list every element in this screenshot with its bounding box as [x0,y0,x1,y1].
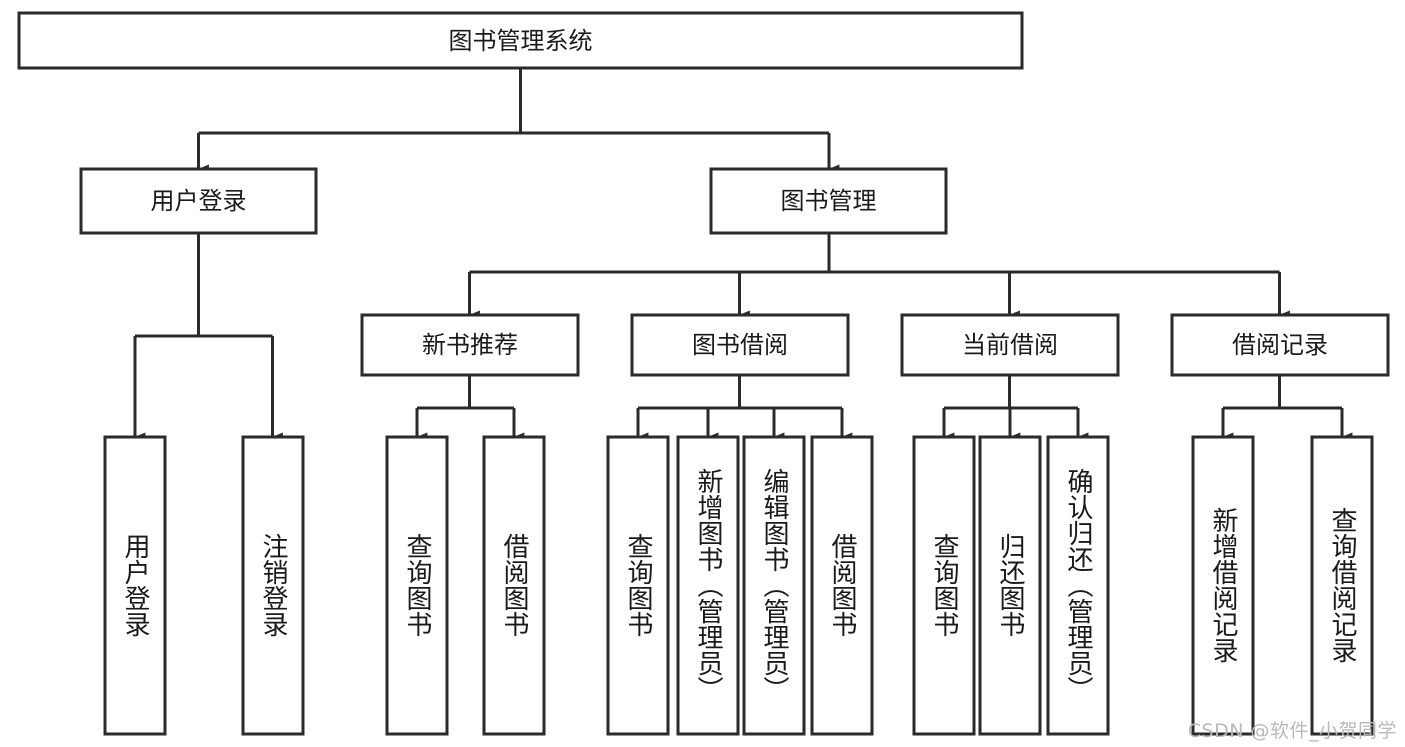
leaf-borrow-record-2-box[interactable] [1310,435,1374,736]
node-root[interactable]: 图书管理系统 [17,11,1024,70]
leaf-current-borrow-3-label: 确认归还（管理员） [1063,468,1093,702]
node-book-borrow-label: 图书借阅 [692,331,788,359]
node-user-login[interactable]: 用户登录 [79,167,318,235]
leaf-user-login-1-box[interactable] [103,435,167,736]
leaf-book-borrow-4-label: 借阅图书 [827,533,857,637]
leaf-current-borrow-1-box[interactable] [912,435,976,736]
leaf-book-borrow-2[interactable]: 新增图书（管理员） [676,435,740,736]
leaf-new-book-1[interactable]: 查询图书 [385,435,449,736]
leaf-book-borrow-3-box[interactable] [742,435,806,736]
leaf-user-login-2[interactable]: 注销登录 [241,435,305,736]
leaf-new-book-1-box[interactable] [385,435,449,736]
connectors-root-to-level2 [197,68,840,174]
leaf-book-borrow-1-label: 查询图书 [623,533,653,637]
node-book-manage-label: 图书管理 [781,187,877,215]
leaf-borrow-record-2[interactable]: 查询借阅记录 [1310,435,1374,736]
leaf-user-login-1-label: 用户登录 [120,533,150,637]
leaf-book-borrow-2-box[interactable] [676,435,740,736]
connectors-book-borrow-to-leaves [636,375,853,442]
leaf-current-borrow-2-box[interactable] [978,435,1042,736]
leaf-borrow-record-2-label: 查询借阅记录 [1327,507,1357,663]
leaf-book-borrow-1-box[interactable] [606,435,670,736]
node-book-manage[interactable]: 图书管理 [709,167,948,235]
node-current-borrow[interactable]: 当前借阅 [900,313,1120,377]
leaf-borrow-record-1[interactable]: 新增借阅记录 [1191,435,1255,736]
node-new-book-recommend-box[interactable] [360,313,580,377]
leaf-current-borrow-1-label: 查询图书 [929,533,959,637]
leaf-user-login-2-box[interactable] [241,435,305,736]
leaf-current-borrow-2[interactable]: 归还图书 [978,435,1042,736]
leaf-current-borrow-3-box[interactable] [1046,435,1110,736]
connectors-user-login-to-leaves [133,233,283,442]
node-borrow-record[interactable]: 借阅记录 [1170,313,1390,377]
leaf-current-borrow-1[interactable]: 查询图书 [912,435,976,736]
node-book-borrow-box[interactable] [630,313,850,377]
node-book-manage-box[interactable] [709,167,948,235]
node-new-book-recommend-label: 新书推荐 [422,331,518,359]
node-user-login-box[interactable] [79,167,318,235]
node-current-borrow-label: 当前借阅 [962,331,1058,359]
connectors-current-borrow-to-leaves [942,375,1089,442]
leaf-book-borrow-3[interactable]: 编辑图书（管理员） [742,435,806,736]
node-current-borrow-box[interactable] [900,313,1120,377]
node-book-borrow[interactable]: 图书借阅 [630,313,850,377]
leaf-new-book-2-label: 借阅图书 [499,533,529,637]
leaf-user-login-2-label: 注销登录 [258,533,288,637]
leaf-book-borrow-1[interactable]: 查询图书 [606,435,670,736]
connectors-new-book-to-leaves [415,375,525,442]
leaf-book-borrow-3-label: 编辑图书（管理员） [759,468,789,702]
leaf-borrow-record-1-box[interactable] [1191,435,1255,736]
node-borrow-record-box[interactable] [1170,313,1390,377]
connectors-book-manage-to-level3 [468,233,1290,320]
node-borrow-record-label: 借阅记录 [1232,331,1328,359]
leaf-new-book-2-box[interactable] [482,435,546,736]
node-new-book-recommend[interactable]: 新书推荐 [360,313,580,377]
leaf-book-borrow-4-box[interactable] [810,435,874,736]
leaf-current-borrow-2-label: 归还图书 [995,533,1025,637]
watermark-text: CSDN @软件_小贺同学 [1187,720,1397,742]
leaf-book-borrow-4[interactable]: 借阅图书 [810,435,874,736]
node-user-login-label: 用户登录 [151,187,247,215]
node-root-box[interactable] [17,11,1024,70]
leaf-user-login-1[interactable]: 用户登录 [103,435,167,736]
leaf-new-book-1-label: 查询图书 [402,533,432,637]
leaf-book-borrow-2-label: 新增图书（管理员） [693,468,723,702]
leaf-borrow-record-1-label: 新增借阅记录 [1208,507,1238,663]
connectors-borrow-record-to-leaves [1221,375,1353,442]
leaf-new-book-2[interactable]: 借阅图书 [482,435,546,736]
node-root-label: 图书管理系统 [449,27,593,55]
leaf-current-borrow-3[interactable]: 确认归还（管理员） [1046,435,1110,736]
